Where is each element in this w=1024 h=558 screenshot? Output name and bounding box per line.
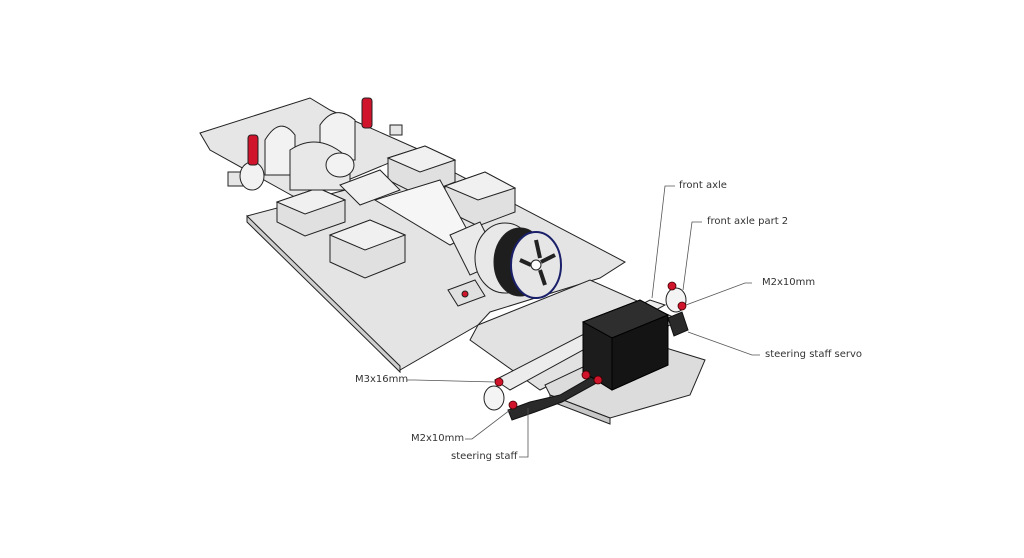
leader-steering-staff-servo xyxy=(687,331,760,356)
leader-steering-staff xyxy=(519,408,529,458)
leader-front-axle xyxy=(651,185,675,299)
leader-lines xyxy=(407,185,760,458)
callout-m3x16mm: M3x16mm xyxy=(355,374,409,385)
leader-m2x10mm-top xyxy=(685,282,752,306)
motor-wheel xyxy=(447,222,562,307)
bolts xyxy=(494,281,687,410)
leader-m2x10mm-bottom xyxy=(465,409,511,440)
callout-steering-staff-servo: steering staff servo xyxy=(765,349,863,360)
leader-m3x16mm xyxy=(407,379,496,383)
callout-front-axle-part-2: front axle part 2 xyxy=(707,216,789,227)
callout-front-axle: front axle xyxy=(679,180,727,191)
steering-servo xyxy=(581,299,670,391)
callout-m2x10mm-top: M2x10mm xyxy=(762,277,816,288)
rear-axle-assembly xyxy=(227,97,403,191)
battery-blocks xyxy=(275,145,517,279)
leader-front-axle-part-2 xyxy=(682,221,702,291)
callout-steering-staff: steering staff xyxy=(451,451,518,462)
drive-shaft xyxy=(339,169,501,276)
callout-m2x10mm-bottom: M2x10mm xyxy=(411,433,465,444)
rear-suspension-springs xyxy=(247,97,373,166)
